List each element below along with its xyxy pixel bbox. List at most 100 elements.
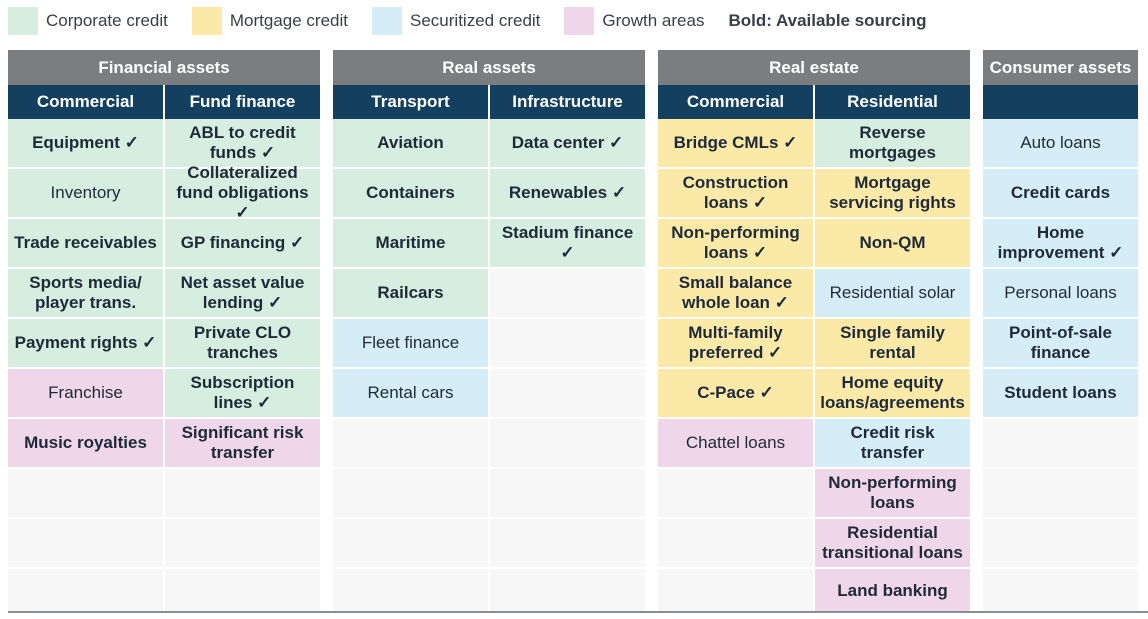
empty-cell: [983, 519, 1138, 569]
asset-cell: Construction loans ✓: [658, 169, 813, 219]
legend-item-mortgage-credit: Mortgage credit: [191, 7, 349, 35]
bottom-rule: [8, 611, 1148, 613]
asset-cell: Trade receivables: [8, 219, 163, 269]
asset-cell: Payment rights ✓: [8, 319, 163, 369]
empty-cell: [490, 419, 645, 469]
asset-cell: Home equity loans/agreements: [815, 369, 970, 419]
empty-cell: [658, 469, 813, 519]
empty-cell: [490, 519, 645, 569]
column-cells: ABL to credit funds ✓Collateralized fund…: [165, 119, 320, 614]
empty-cell: [8, 469, 163, 519]
legend-swatch: [8, 7, 38, 35]
asset-cell: Sports media/ player trans.: [8, 269, 163, 319]
legend-label: Corporate credit: [46, 11, 168, 30]
asset-cell: GP financing ✓: [165, 219, 320, 269]
legend-swatch: [191, 7, 222, 35]
empty-cell: [658, 519, 813, 569]
legend-item-securitized-credit: Securitized credit: [372, 7, 540, 35]
asset-cell: Net asset value lending ✓: [165, 269, 320, 319]
empty-cell: [490, 569, 645, 614]
asset-cell: Auto loans: [983, 119, 1138, 169]
column-header: Residential: [813, 85, 970, 119]
asset-cell: Non-performing loans: [815, 469, 970, 519]
column-header: [983, 85, 1138, 119]
asset-cell: Significant risk transfer: [165, 419, 320, 469]
legend: Corporate credit Mortgage credit Securit…: [8, 7, 927, 35]
empty-cell: [8, 569, 163, 614]
group-title: Financial assets: [8, 50, 320, 85]
empty-cell: [333, 469, 488, 519]
empty-cell: [165, 469, 320, 519]
empty-cell: [983, 569, 1138, 614]
column-headers: Transport Infrastructure: [333, 85, 645, 119]
asset-cell: Data center ✓: [490, 119, 645, 169]
empty-cell: [983, 419, 1138, 469]
asset-cell: Bridge CMLs ✓: [658, 119, 813, 169]
asset-cell: Mortgage servicing rights: [815, 169, 970, 219]
asset-cell: Personal loans: [983, 269, 1138, 319]
asset-cell: Multi-family preferred ✓: [658, 319, 813, 369]
asset-cell: Renewables ✓: [490, 169, 645, 219]
empty-cell: [983, 469, 1138, 519]
column-headers: [983, 85, 1138, 119]
asset-cell: Railcars: [333, 269, 488, 319]
empty-cell: [333, 419, 488, 469]
asset-cell: Rental cars: [333, 369, 488, 419]
column-header: Infrastructure: [488, 85, 645, 119]
asset-cell: Chattel loans: [658, 419, 813, 469]
group-title: Real assets: [333, 50, 645, 85]
empty-cell: [333, 519, 488, 569]
legend-label: Mortgage credit: [229, 11, 349, 30]
column-headers: Commercial Fund finance: [8, 85, 320, 119]
asset-cell: Student loans: [983, 369, 1138, 419]
column-cells: Bridge CMLs ✓Construction loans ✓Non-per…: [658, 119, 813, 614]
column-header: Commercial: [658, 85, 813, 119]
asset-cell: Equipment ✓: [8, 119, 163, 169]
column-header: Commercial: [8, 85, 163, 119]
asset-cell: Single family rental: [815, 319, 970, 369]
asset-cell: Subscription lines ✓: [165, 369, 320, 419]
group-real-estate: Real estate Commercial Residential Bridg…: [658, 50, 970, 614]
legend-item-corporate-credit: Corporate credit: [8, 7, 168, 35]
asset-cell: Reverse mortgages: [815, 119, 970, 169]
asset-cell: Aviation: [333, 119, 488, 169]
asset-cell: Stadium finance ✓: [490, 219, 645, 269]
asset-cell: Land banking: [815, 569, 970, 614]
legend-swatch: [564, 7, 595, 35]
asset-cell: Credit risk transfer: [815, 419, 970, 469]
asset-cell: Non-performing loans ✓: [658, 219, 813, 269]
column-cells: Data center ✓Renewables ✓Stadium finance…: [490, 119, 645, 614]
legend-note: Bold: Available sourcing: [728, 11, 927, 30]
asset-cell: ABL to credit funds ✓: [165, 119, 320, 169]
asset-cell: Maritime: [333, 219, 488, 269]
asset-cell: Containers: [333, 169, 488, 219]
asset-cell: Point-of-sale finance: [983, 319, 1138, 369]
asset-cell: Collateralized fund obligations ✓: [165, 163, 320, 222]
empty-cell: [165, 519, 320, 569]
column-header: Transport: [333, 85, 488, 119]
asset-cell: Private CLO tranches: [165, 319, 320, 369]
asset-cell: Residential solar: [815, 269, 970, 319]
empty-cell: [490, 319, 645, 369]
asset-cell: Home improvement ✓: [983, 219, 1138, 269]
group-real-assets: Real assets Transport Infrastructure Avi…: [333, 50, 645, 614]
empty-cell: [490, 369, 645, 419]
column-header: Fund finance: [163, 85, 320, 119]
group-title: Real estate: [658, 50, 970, 85]
empty-cell: [165, 569, 320, 614]
asset-cell: Franchise: [8, 369, 163, 419]
empty-cell: [490, 469, 645, 519]
legend-swatch: [372, 7, 403, 35]
empty-cell: [658, 569, 813, 614]
asset-cell: Residential transitional loans: [815, 519, 970, 569]
asset-cell: Small balance whole loan ✓: [658, 269, 813, 319]
empty-cell: [8, 519, 163, 569]
asset-cell: C-Pace ✓: [658, 369, 813, 419]
group-title: Consumer assets: [983, 50, 1138, 85]
asset-cell: Non-QM: [815, 219, 970, 269]
